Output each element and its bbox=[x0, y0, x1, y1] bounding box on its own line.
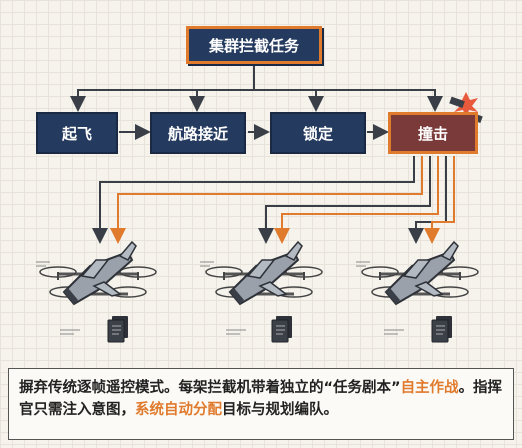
mission-script-icon bbox=[107, 315, 129, 343]
step-impact: 撞击 bbox=[388, 112, 478, 154]
sketch-annotations bbox=[36, 261, 404, 335]
caption-highlight-auto-assign: 系统自动分配 bbox=[135, 402, 222, 418]
drone-icon bbox=[204, 240, 324, 306]
swarm-diagram bbox=[36, 64, 483, 343]
step-label: 航路接近 bbox=[167, 124, 228, 143]
caption-text-3: 目标与规划编队。 bbox=[222, 402, 338, 418]
step-label: 起飞 bbox=[61, 124, 92, 143]
drone-icon bbox=[360, 240, 480, 306]
mission-script-icon bbox=[271, 315, 293, 343]
dispatch-lines bbox=[92, 156, 455, 244]
caption-text-1: 摒弃传统逐帧遥控模式。每架拦截机带着独立的 bbox=[19, 380, 324, 396]
step-label: 撞击 bbox=[417, 124, 448, 143]
step-lock: 锁定 bbox=[270, 112, 366, 154]
mission-script-icon bbox=[431, 315, 453, 343]
title-connectors bbox=[70, 64, 443, 112]
step-label: 锁定 bbox=[302, 124, 333, 143]
step-approach: 航路接近 bbox=[150, 112, 246, 154]
mission-title: 集群拦截任务 bbox=[208, 36, 299, 55]
caption-text-2: 。指挥官只需注入意图， bbox=[19, 380, 503, 418]
mission-title-box: 集群拦截任务 bbox=[186, 26, 322, 64]
caption-highlight-autonomous: 自主作战 bbox=[400, 380, 459, 396]
step-takeoff: 起飞 bbox=[36, 112, 118, 154]
caption-box: 摒弃传统逐帧遥控模式。每架拦截机带着独立的“任务剧本”自主作战。指挥官只需注入意… bbox=[8, 368, 514, 440]
caption-quote: “任务剧本” bbox=[323, 380, 401, 396]
drone-icon bbox=[38, 240, 158, 306]
